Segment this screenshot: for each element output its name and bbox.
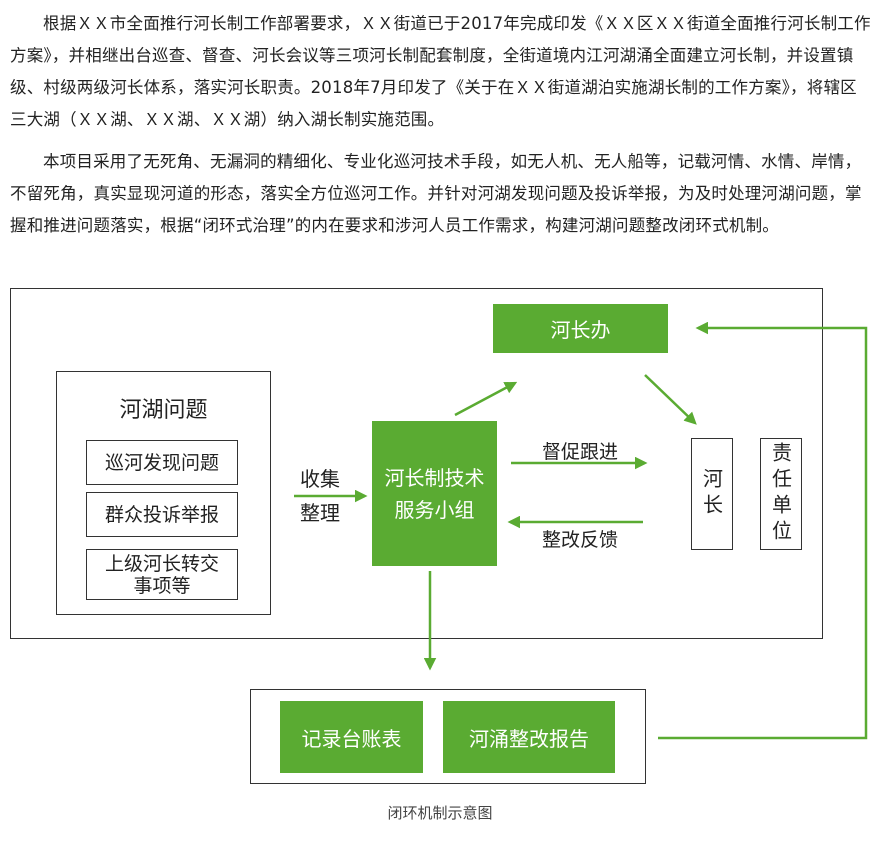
diagram-caption: 闭环机制示意图 — [387, 804, 493, 822]
team-to-office-arrow — [454, 381, 518, 417]
loop-back-arrow — [658, 321, 868, 740]
tech-service-team-label: 河长制技术服务小组 — [384, 465, 485, 522]
river-chief-label: 河长 — [699, 468, 724, 520]
ledger-label: 记录台账表 — [301, 726, 402, 751]
river-chief-box: 河长 — [691, 438, 733, 550]
rectification-report-label: 河涌整改报告 — [469, 726, 589, 751]
responsible-unit-box: 责任单位 — [760, 438, 802, 550]
feedback-label: 整改反馈 — [541, 529, 618, 551]
river-office-box: 河长办 — [493, 304, 668, 353]
issue-transferred: 上级河长转交事项等 — [86, 549, 238, 600]
intro-paragraph: 根据ＸＸ市全面推行河长制工作部署要求，ＸＸ街道已于2017年完成印发《ＸＸ区ＸＸ… — [10, 14, 871, 129]
tech-service-team-box: 河长制技术服务小组 — [372, 421, 497, 566]
issue-patrol: 巡河发现问题 — [86, 440, 238, 485]
office-to-chief-arrow — [644, 374, 697, 425]
method-paragraph: 本项目采用了无死角、无漏洞的精细化、专业化巡河技术手段，如无人机、无人船等，记载… — [10, 152, 862, 235]
rectification-report-box: 河涌整改报告 — [443, 701, 615, 773]
issues-title: 河湖问题 — [119, 398, 208, 423]
ledger-box: 记录台账表 — [280, 701, 423, 773]
river-office-label: 河长办 — [550, 318, 611, 342]
supervise-label: 督促跟进 — [541, 441, 618, 463]
collect-label: 收集 整理 — [300, 467, 340, 525]
responsible-unit-label: 责任单位 — [768, 442, 793, 546]
issue-complaint: 群众投诉举报 — [86, 492, 238, 537]
